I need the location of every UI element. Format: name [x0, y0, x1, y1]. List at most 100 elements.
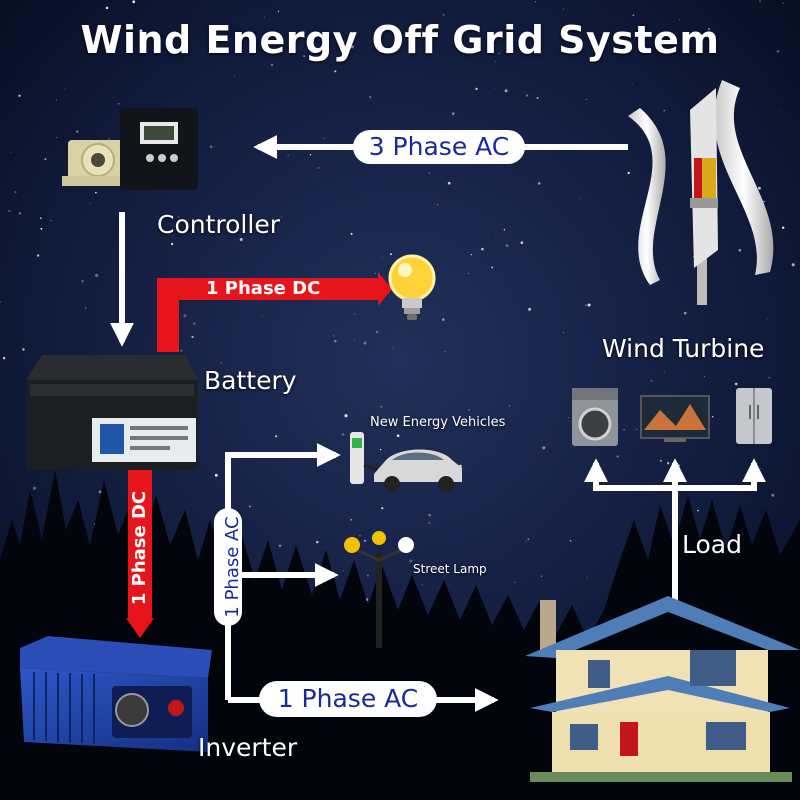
- star: [394, 31, 396, 33]
- star: [281, 216, 282, 218]
- star: [444, 351, 446, 353]
- star: [659, 459, 662, 462]
- star: [363, 539, 367, 542]
- house-icon: [525, 596, 800, 782]
- star: [586, 577, 588, 579]
- connection-label-1-phase-dc-inverter: 1 Phase DC: [129, 490, 150, 606]
- pill-bg-ac-vertical: [214, 508, 242, 626]
- star: [585, 98, 587, 100]
- star: [309, 154, 312, 156]
- star: [536, 96, 539, 99]
- star: [409, 559, 413, 563]
- star: [40, 227, 43, 230]
- star: [781, 226, 785, 229]
- star: [396, 434, 400, 438]
- star: [768, 376, 771, 379]
- star: [261, 316, 263, 317]
- new-energy-vehicles-label: New Energy Vehicles: [370, 415, 506, 430]
- star: [563, 8, 565, 10]
- street-lamp-label: Street Lamp: [413, 562, 487, 576]
- star: [379, 448, 382, 451]
- star: [468, 273, 470, 274]
- star: [18, 212, 21, 215]
- connection-label-1-phase-ac-house: 1 Phase AC: [259, 681, 437, 717]
- star: [763, 200, 765, 203]
- charge-controller-icon: [62, 108, 198, 190]
- star: [287, 154, 289, 157]
- star: [504, 89, 508, 93]
- star: [776, 50, 780, 53]
- star: [264, 16, 265, 18]
- star: [711, 415, 714, 418]
- star: [233, 76, 235, 78]
- star: [495, 88, 496, 89]
- star: [275, 435, 278, 438]
- star: [707, 28, 711, 31]
- star: [442, 14, 445, 16]
- star: [650, 379, 653, 382]
- star: [525, 46, 527, 49]
- star: [303, 55, 306, 58]
- star: [341, 433, 345, 436]
- star: [498, 52, 501, 55]
- star: [193, 322, 196, 325]
- star: [277, 10, 280, 12]
- star: [447, 181, 451, 185]
- star: [220, 362, 222, 364]
- star: [36, 254, 40, 257]
- star: [585, 304, 587, 306]
- connection-label-1-phase-dc-bulb: 1 Phase DC: [206, 278, 321, 299]
- star: [40, 217, 42, 219]
- star: [359, 534, 361, 537]
- star: [381, 507, 384, 510]
- star: [343, 570, 345, 572]
- battery-icon: [26, 355, 198, 470]
- star: [791, 263, 795, 267]
- star: [230, 382, 233, 386]
- star: [18, 94, 21, 98]
- star: [759, 468, 761, 470]
- star: [0, 301, 1, 303]
- star: [316, 540, 319, 544]
- star: [170, 242, 174, 246]
- star: [317, 166, 320, 169]
- star: [275, 390, 277, 392]
- arrow-battery-to-bulb-head: [378, 272, 392, 306]
- star: [105, 6, 109, 10]
- star: [623, 429, 625, 431]
- star: [428, 172, 431, 174]
- television-icon: [640, 395, 710, 442]
- star: [366, 574, 369, 577]
- star: [579, 198, 581, 199]
- star: [191, 335, 194, 339]
- star: [382, 256, 383, 258]
- light-bulb-icon: [388, 254, 436, 320]
- star: [332, 335, 335, 337]
- star: [50, 219, 52, 222]
- star: [520, 241, 524, 244]
- star: [587, 303, 591, 307]
- star: [81, 279, 84, 283]
- star: [757, 186, 761, 190]
- star: [664, 372, 666, 373]
- electric-car-icon: [374, 449, 462, 492]
- arrow-battery-to-bulb: [157, 278, 378, 352]
- star: [354, 313, 355, 315]
- washing-machine-icon: [572, 388, 618, 446]
- star: [22, 348, 25, 351]
- star: [632, 14, 635, 17]
- star: [214, 473, 218, 477]
- star: [663, 109, 665, 112]
- star: [451, 112, 455, 115]
- star: [627, 171, 630, 175]
- star: [616, 455, 619, 458]
- star: [317, 175, 319, 177]
- star: [422, 584, 423, 586]
- star: [782, 2, 784, 4]
- inverter-label: Inverter: [198, 733, 298, 762]
- star: [437, 204, 439, 206]
- connection-label-3-phase-ac: 3 Phase AC: [353, 130, 525, 164]
- diagram-title: Wind Energy Off Grid System: [80, 18, 720, 62]
- star: [779, 109, 781, 111]
